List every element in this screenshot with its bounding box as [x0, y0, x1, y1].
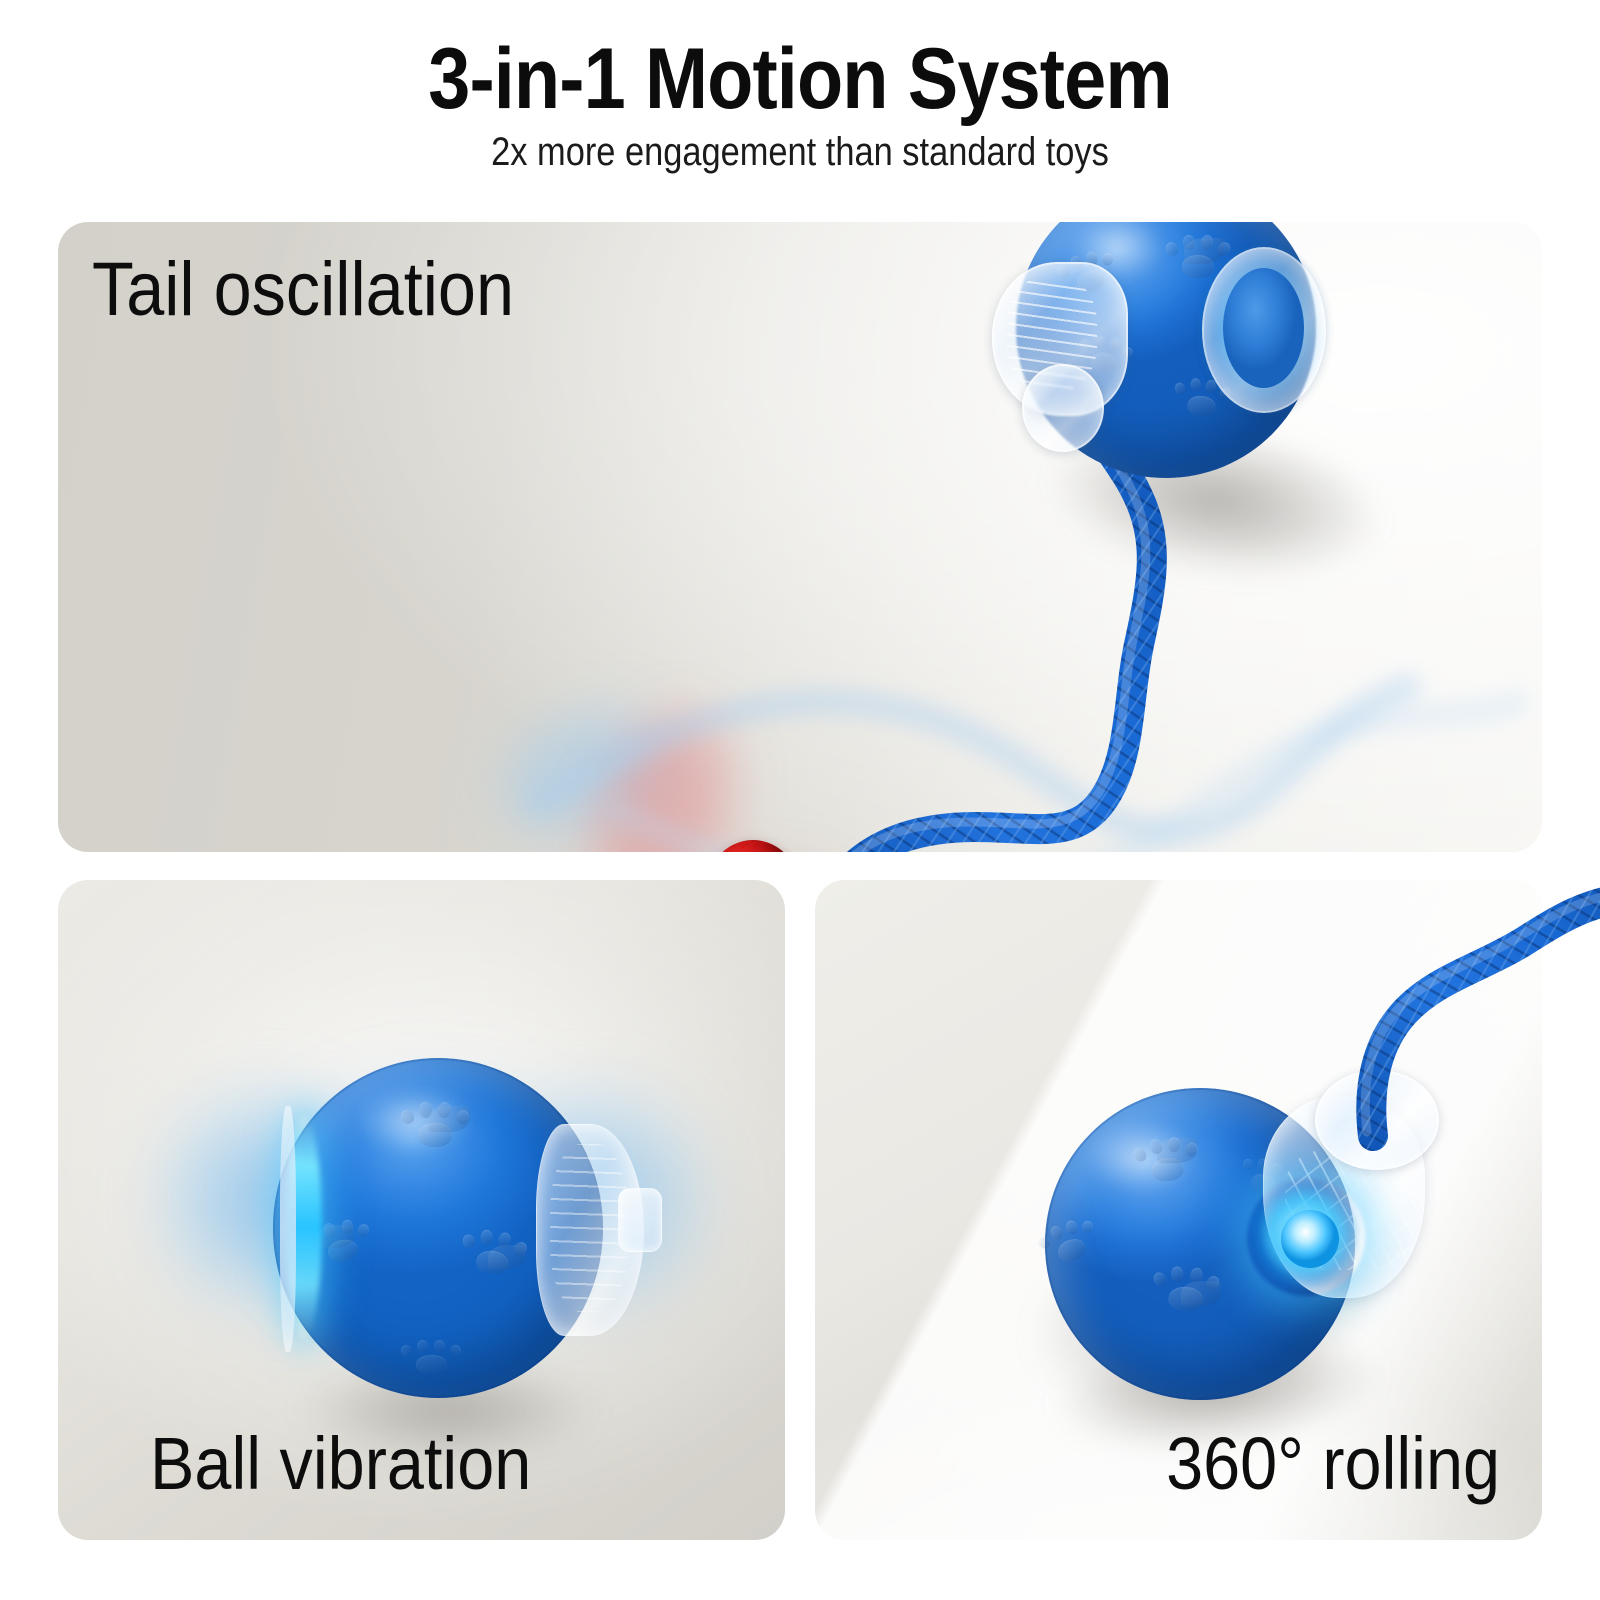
clear-plastic-seam — [280, 1106, 296, 1352]
fish-emboss-icon — [1184, 238, 1224, 264]
product-ball-tail-view — [992, 222, 1328, 478]
axle-nub — [618, 1188, 662, 1252]
panel-tail-clip — [58, 222, 1542, 852]
fish-emboss-icon — [428, 1105, 471, 1132]
paw-emboss-icon — [1163, 232, 1233, 290]
page-title: 3-in-1 Motion System — [428, 31, 1172, 127]
braided-rope-tail — [708, 372, 1228, 852]
cap-inner-grid — [550, 1144, 628, 1312]
panel-vibration-caption: Ball vibration — [150, 1422, 532, 1505]
braided-rope-tail — [1255, 836, 1600, 1166]
panel-rolling-caption: 360° rolling — [1166, 1422, 1500, 1505]
panel-tail-caption: Tail oscillation — [92, 247, 515, 332]
fish-emboss-icon — [1181, 1281, 1222, 1307]
paw-emboss-icon — [398, 1337, 464, 1383]
motion-ghost-rope-secondary — [578, 582, 1538, 852]
panel-tail-oscillation — [58, 222, 1542, 852]
led-inner-dome — [1223, 268, 1304, 388]
panel-ball-vibration: Ball vibration — [58, 880, 785, 1540]
fish-emboss-icon — [315, 1224, 354, 1248]
panel-360-rolling: 360° rolling — [815, 880, 1600, 1540]
page-subtitle: 2x more engagement than standard toys — [491, 130, 1109, 175]
motion-ghost-rope — [478, 472, 1488, 852]
fish-emboss-icon — [487, 1245, 526, 1269]
rope-socket-ring — [1022, 364, 1104, 452]
header: 3-in-1 Motion System 2x more engagement … — [0, 0, 1600, 175]
fish-emboss-icon — [1156, 1137, 1197, 1163]
ball-specular-highlight — [1076, 1119, 1219, 1213]
led-lens — [1281, 1210, 1339, 1268]
paw-emboss-icon — [398, 1099, 472, 1159]
ball-specular-highlight — [345, 1085, 498, 1174]
